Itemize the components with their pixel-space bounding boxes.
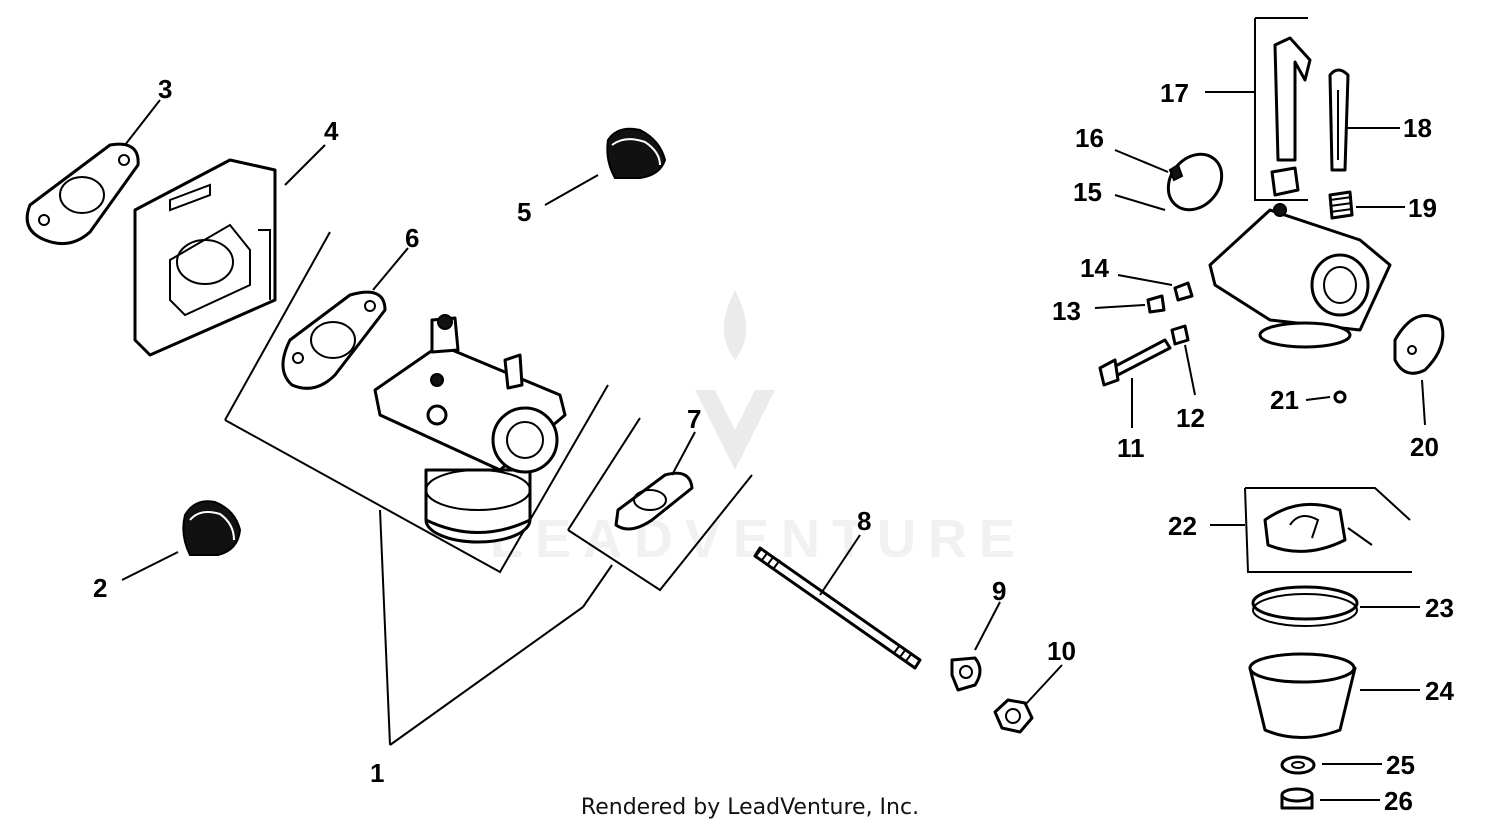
callout-22: 22: [1168, 511, 1197, 541]
callout-13: 13: [1052, 296, 1081, 326]
gasket-7: [567, 417, 753, 592]
gasket-3: [25, 142, 140, 246]
callout-7: 7: [687, 404, 701, 434]
watermark-logo: [695, 290, 775, 470]
watermark: LEADVENTURE: [490, 509, 1028, 569]
callout-12: 12: [1176, 403, 1205, 433]
callout-20: 20: [1410, 432, 1439, 462]
callout-15: 15: [1073, 177, 1102, 207]
callout-24: 24: [1425, 676, 1454, 706]
callout-4: 4: [324, 116, 339, 146]
callout-10: 10: [1047, 636, 1076, 666]
callout-8: 8: [857, 506, 871, 536]
callout-14: 14: [1080, 253, 1109, 283]
callout-16: 16: [1075, 123, 1104, 153]
callout-23: 23: [1425, 593, 1454, 623]
carburetor-assembly-1: [224, 231, 609, 574]
adapter-plate-4: [133, 158, 277, 357]
callout-6: 6: [405, 223, 419, 253]
nut-10: [993, 698, 1034, 734]
callout-11: 11: [1117, 433, 1145, 463]
callout-1: 1: [370, 758, 384, 788]
gasket-6: [281, 290, 387, 390]
callout-5: 5: [517, 197, 531, 227]
callouts: 1 2 3 4 5 6 7 8 9 10 11 12 13 14 15 16 1…: [93, 74, 1454, 816]
float-bowl-assembly: [1244, 487, 1412, 810]
callout-2: 2: [93, 573, 107, 603]
plug-2: [182, 500, 242, 556]
callout-9: 9: [992, 576, 1006, 606]
plug-5: [606, 127, 667, 179]
callout-19: 19: [1408, 193, 1437, 223]
callout-25: 25: [1386, 750, 1415, 780]
callout-3: 3: [158, 74, 172, 104]
clip-9: [950, 656, 982, 692]
callout-18: 18: [1403, 113, 1432, 143]
carburetor-body-exploded: [1098, 17, 1445, 404]
stud-8: [753, 546, 922, 670]
callout-21: 21: [1270, 385, 1299, 415]
leader-lines: [121, 91, 1426, 801]
callout-17: 17: [1160, 78, 1189, 108]
callout-26: 26: [1384, 786, 1413, 816]
footer-credit: Rendered by LeadVenture, Inc.: [580, 795, 920, 820]
